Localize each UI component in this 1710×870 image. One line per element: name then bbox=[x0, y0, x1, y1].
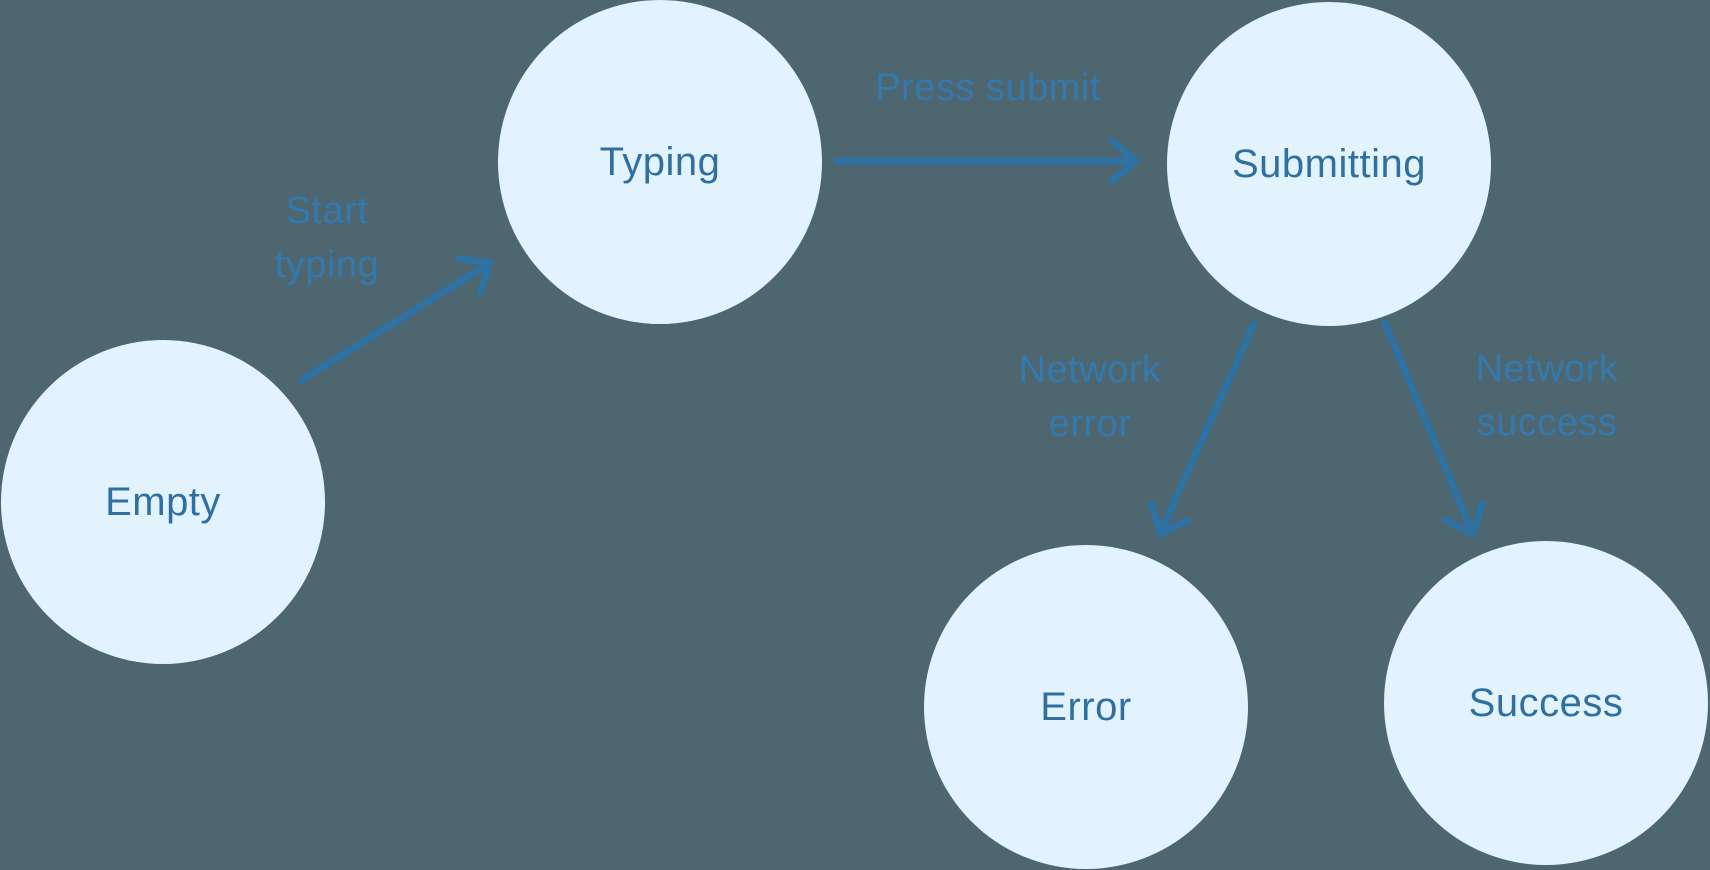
edge-arrow-submitting-to-error bbox=[1148, 320, 1258, 538]
state-node-error: Error bbox=[924, 545, 1248, 869]
state-node-typing: Typing bbox=[498, 0, 822, 324]
edge-label-press-submit: Press submit bbox=[875, 61, 1101, 115]
edge-label-line: success bbox=[1476, 402, 1618, 444]
edge-label-line: error bbox=[1048, 403, 1132, 445]
edge-label-line: typing bbox=[274, 244, 380, 286]
edge-arrow-empty-to-typing bbox=[298, 255, 494, 384]
state-node-label: Typing bbox=[599, 139, 721, 184]
edge-label-network-success: Network success bbox=[1476, 342, 1619, 450]
state-node-label: Error bbox=[1040, 684, 1132, 729]
edge-label-line: Network bbox=[1475, 348, 1619, 390]
edge-label-start-typing: Start typing bbox=[275, 184, 379, 292]
state-node-empty: Empty bbox=[1, 340, 325, 664]
edge-label-line: Start bbox=[285, 190, 369, 232]
state-node-label: Success bbox=[1468, 680, 1624, 725]
state-node-label: Empty bbox=[105, 479, 221, 524]
edge-arrow-submitting-to-success bbox=[1381, 319, 1486, 538]
edge-label-line: Press submit bbox=[875, 67, 1101, 109]
edge-label-line: Network bbox=[1018, 349, 1162, 391]
state-node-submitting: Submitting bbox=[1167, 2, 1491, 326]
edge-label-network-error: Network error bbox=[1019, 343, 1162, 451]
state-node-success: Success bbox=[1384, 541, 1708, 865]
state-node-label: Submitting bbox=[1232, 141, 1426, 186]
